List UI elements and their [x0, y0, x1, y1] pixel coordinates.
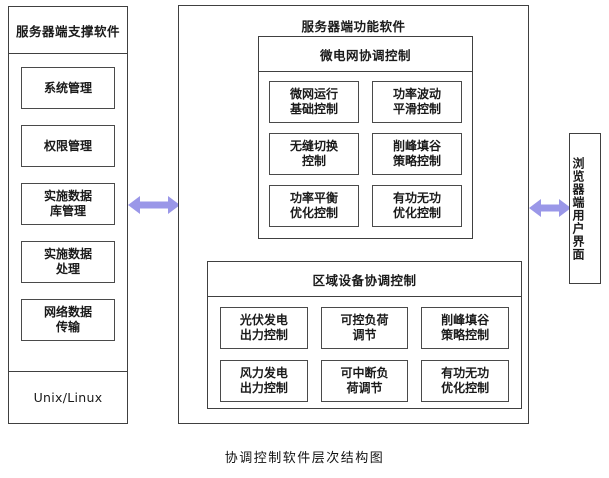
browser-client-ui-panel: 浏览器端用户界面	[569, 133, 601, 284]
cell-power-fluctuation-smoothing[interactable]: 功率波动 平滑控制	[372, 81, 462, 123]
bidirectional-arrow-svg	[529, 199, 571, 217]
module-system-management[interactable]: 系统管理	[21, 67, 115, 109]
cell-active-reactive-optimization[interactable]: 有功无功 优化控制	[372, 185, 462, 227]
cell-area-active-reactive-optimization[interactable]: 有功无功 优化控制	[421, 360, 509, 402]
left-panel-header: 服务器端支撑软件	[9, 7, 127, 54]
cell-wind-generation-output-control[interactable]: 风力发电 出力控制	[220, 360, 308, 402]
cell-interruptible-load-adjustment[interactable]: 可中断负 荷调节	[320, 360, 409, 402]
center-panel-title: 服务器端功能软件	[301, 19, 406, 34]
microgrid-coordination-control-group: 微电网协调控制 微网运行 基础控制 功率波动 平滑控制 无缝切换 控制 削峰填谷…	[258, 36, 473, 239]
module-database-management[interactable]: 实施数据 库管理	[21, 183, 115, 225]
area-cell-grid: 光伏发电 出力控制 可控负荷 调节 削峰填谷 策略控制 风力发电 出力控制 可中…	[208, 297, 521, 412]
microgrid-cell-grid: 微网运行 基础控制 功率波动 平滑控制 无缝切换 控制 削峰填谷 策略控制 功率…	[259, 72, 472, 236]
microgrid-group-title: 微电网协调控制	[259, 37, 472, 72]
cell-seamless-switching-control[interactable]: 无缝切换 控制	[269, 133, 359, 175]
module-permission-management[interactable]: 权限管理	[21, 125, 115, 167]
server-support-software-panel: 服务器端支撑软件 系统管理 权限管理 实施数据 库管理 实施数据 处理 网络数据…	[8, 6, 128, 424]
cell-controllable-load-adjustment[interactable]: 可控负荷 调节	[320, 307, 409, 349]
cell-peak-shaving-strategy-control[interactable]: 削峰填谷 策略控制	[372, 133, 462, 175]
server-function-software-panel: 服务器端功能软件 微电网协调控制 微网运行 基础控制 功率波动 平滑控制 无缝切…	[178, 5, 529, 424]
cell-power-balance-optimization[interactable]: 功率平衡 优化控制	[269, 185, 359, 227]
figure-caption: 协调控制软件层次结构图	[224, 451, 385, 466]
cell-area-peak-shaving-strategy[interactable]: 削峰填谷 策略控制	[421, 307, 509, 349]
bidirectional-arrow-svg	[128, 196, 180, 214]
area-group-title: 区域设备协调控制	[208, 262, 521, 297]
cell-pv-generation-output-control[interactable]: 光伏发电 出力控制	[220, 307, 308, 349]
left-panel-os-label: Unix/Linux	[33, 389, 103, 405]
module-data-processing[interactable]: 实施数据 处理	[21, 241, 115, 283]
cell-microgrid-basic-control[interactable]: 微网运行 基础控制	[269, 81, 359, 123]
module-network-data-transfer[interactable]: 网络数据 传输	[21, 299, 115, 341]
arrow-left-center-icon	[128, 192, 180, 218]
area-device-coordination-control-group: 区域设备协调控制 光伏发电 出力控制 可控负荷 调节 削峰填谷 策略控制 风力发…	[207, 261, 522, 409]
browser-client-ui-label: 浏览器端用户界面	[571, 156, 585, 261]
arrow-center-right-icon	[529, 195, 571, 221]
left-panel-module-list: 系统管理 权限管理 实施数据 库管理 实施数据 处理 网络数据 传输	[9, 54, 127, 372]
